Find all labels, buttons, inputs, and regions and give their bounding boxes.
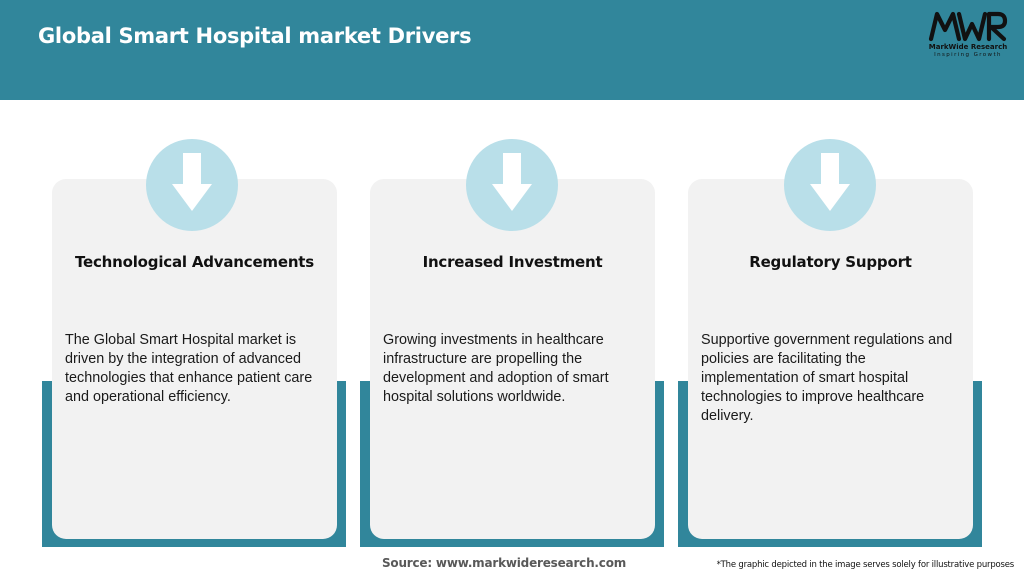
card-title: Technological Advancements	[74, 253, 315, 271]
driver-card: Technological Advancements The Global Sm…	[52, 179, 337, 539]
card-description: Supportive government regulations and po…	[701, 332, 953, 424]
header-banner: Global Smart Hospital market Drivers Mar…	[0, 0, 1024, 100]
card-description: The Global Smart Hospital market is driv…	[65, 332, 313, 405]
source-link[interactable]: Source: www.markwideresearch.com	[381, 556, 627, 570]
page-title: Global Smart Hospital market Drivers	[38, 24, 472, 48]
arrow-down-icon	[466, 139, 558, 231]
arrow-down-icon	[784, 139, 876, 231]
card-description: Growing investments in healthcare infras…	[383, 332, 609, 405]
driver-card: Regulatory Support Supportive government…	[688, 179, 973, 539]
logo-name: MarkWide Research	[928, 43, 1008, 51]
disclaimer-text: *The graphic depicted in the image serve…	[716, 560, 1015, 570]
arrow-down-icon	[146, 139, 238, 231]
logo-tagline: Inspiring Growth	[934, 52, 1002, 58]
card-title: Increased Investment	[422, 253, 603, 271]
card-title: Regulatory Support	[749, 253, 912, 271]
driver-card: Increased Investment Growing investments…	[370, 179, 655, 539]
markwide-logo[interactable]: MarkWide Research Inspiring Growth	[924, 10, 1012, 58]
mwr-logo-mark-icon	[928, 11, 1008, 42]
